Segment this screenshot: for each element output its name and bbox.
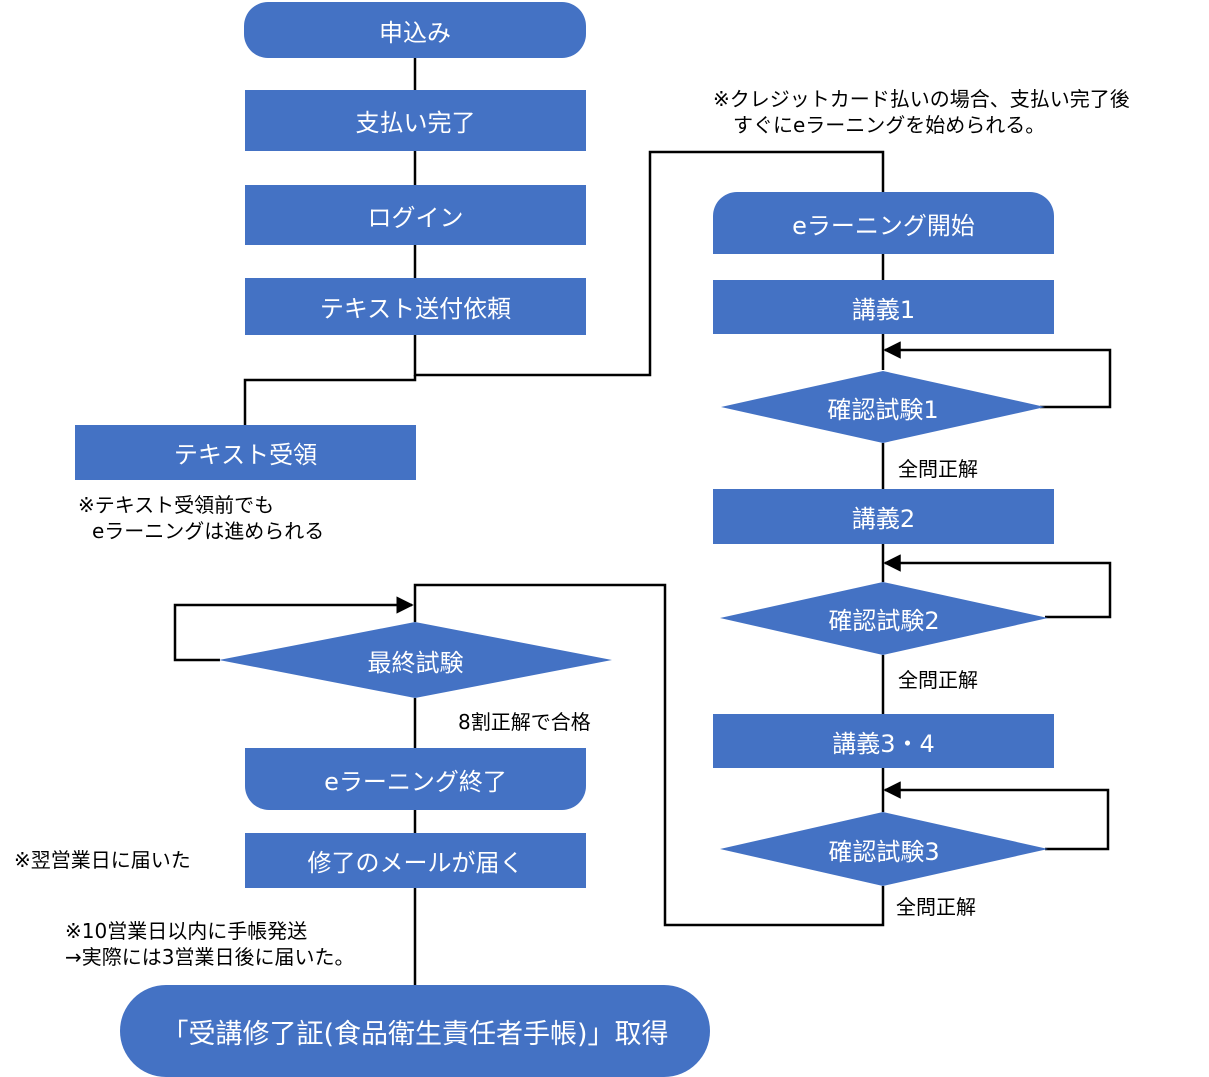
quiz2-diamond bbox=[720, 582, 1048, 655]
lecture34-box: 講義3・4 bbox=[713, 714, 1054, 768]
request-text-box: テキスト送付依頼 bbox=[245, 278, 586, 335]
retry-loop-quiz1 bbox=[883, 341, 1112, 409]
retry-loop-final bbox=[173, 596, 414, 662]
retry-loop-quiz2 bbox=[883, 554, 1112, 619]
text-before-note-line1: ※テキスト受領前でも bbox=[78, 493, 275, 517]
shipping-note: ※10営業日以内に手帳発送 →実際には3営業日後に届いた。 bbox=[65, 918, 354, 970]
completion-mail-box: 修了のメールが届く bbox=[245, 833, 586, 888]
final-exam-label: 最終試験 bbox=[367, 648, 464, 677]
login-box: ログイン bbox=[245, 185, 586, 245]
quiz2-label: 確認試験2 bbox=[828, 607, 940, 635]
apply-box: 申込み bbox=[244, 2, 586, 58]
all-correct-label-3: 全問正解 bbox=[896, 895, 976, 919]
text-before-note: ※テキスト受領前でも eラーニングは進められる bbox=[78, 492, 324, 544]
payment-done-box: 支払い完了 bbox=[245, 90, 586, 151]
next-day-note: ※翌営業日に届いた bbox=[14, 848, 191, 872]
quiz1-label: 確認試験1 bbox=[827, 395, 939, 424]
shipping-note-line1: ※10営業日以内に手帳発送 bbox=[65, 919, 308, 943]
retry-loop-quiz3 bbox=[883, 781, 1110, 851]
receive-text-box: テキスト受領 bbox=[75, 425, 416, 480]
pass-criteria-label: 8割正解で合格 bbox=[458, 710, 591, 734]
lecture2-box: 講義2 bbox=[713, 489, 1054, 544]
certificate-box: 「受講修了証(食品衛生責任者手帳)」取得 bbox=[120, 985, 710, 1077]
elearning-start-box: eラーニング開始 bbox=[713, 192, 1054, 254]
credit-card-note-line1: ※クレジットカード払いの場合、支払い完了後 bbox=[713, 87, 1130, 111]
lecture1-box: 講義1 bbox=[713, 280, 1054, 334]
all-correct-label-1: 全問正解 bbox=[898, 457, 978, 481]
text-before-note-line2: eラーニングは進められる bbox=[92, 519, 325, 543]
quiz1-diamond bbox=[721, 371, 1045, 443]
quiz3-label: 確認試験3 bbox=[828, 837, 940, 866]
final-exam-diamond bbox=[219, 622, 612, 698]
quiz3-diamond bbox=[720, 812, 1048, 886]
connector-request-branch bbox=[413, 150, 885, 377]
shipping-note-line2: →実際には3営業日後に届いた。 bbox=[65, 945, 355, 969]
elearning-end-box: eラーニング終了 bbox=[245, 748, 586, 810]
connector-quiz3-final bbox=[413, 583, 885, 927]
credit-card-note-line2: すぐにeラーニングを始められる。 bbox=[733, 113, 1046, 137]
connector-request-receive bbox=[243, 375, 417, 425]
all-correct-label-2: 全問正解 bbox=[898, 668, 978, 692]
credit-card-note: ※クレジットカード払いの場合、支払い完了後 すぐにeラーニングを始められる。 bbox=[713, 86, 1130, 138]
